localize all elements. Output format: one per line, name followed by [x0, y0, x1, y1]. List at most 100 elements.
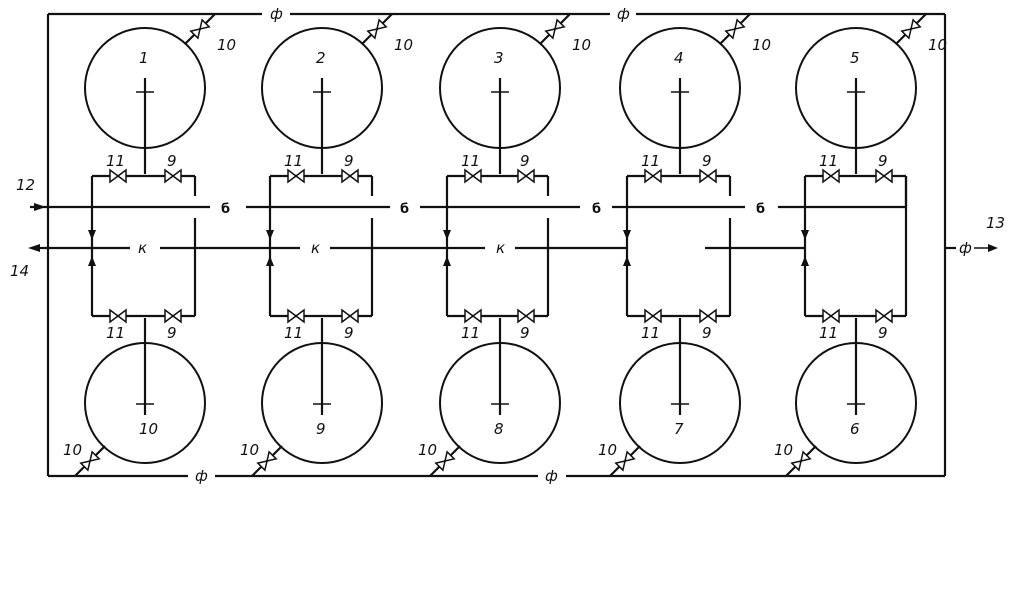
- label-11: 11: [106, 152, 125, 170]
- label-b-4: б: [756, 202, 765, 217]
- valve-10-icon: [366, 18, 388, 40]
- valve-10-icon: [544, 18, 566, 40]
- label-11: 11: [819, 324, 838, 342]
- label-11: 11: [819, 152, 838, 170]
- outer-frame: [46, 12, 947, 478]
- top-tank-number: 4: [674, 49, 684, 67]
- valve-11-icon: [464, 308, 482, 324]
- label-11: 11: [284, 152, 303, 170]
- valve-10-icon: [189, 18, 211, 40]
- valve-9-icon: [699, 308, 717, 324]
- label-k-3: к: [496, 239, 505, 257]
- valve-11-icon: [287, 308, 305, 324]
- bottom-tank: 8 10: [418, 318, 561, 477]
- label-9: 9: [878, 324, 888, 342]
- label-13: 13: [986, 214, 1005, 232]
- bottom-tank-number: 10: [139, 420, 158, 438]
- valve-9-icon: [341, 168, 359, 184]
- label-9: 9: [520, 324, 530, 342]
- label-phi-outlet: ф: [959, 239, 972, 257]
- bottom-tank-number: 9: [316, 420, 326, 438]
- valve-11-icon: [109, 308, 127, 324]
- valve-10-icon: [900, 18, 922, 40]
- top-tank-number: 2: [316, 49, 326, 67]
- bottom-tank: 610: [774, 318, 917, 477]
- valve-9-icon: [164, 168, 182, 184]
- top-tank: 3 10: [439, 13, 591, 174]
- label-11: 11: [641, 152, 660, 170]
- top-tank-number: 3: [494, 49, 504, 67]
- label-9: 9: [344, 152, 354, 170]
- valve-10-icon: [724, 18, 746, 40]
- label-14: 14: [10, 262, 29, 280]
- label-phi-bottom-1: ф: [195, 467, 208, 485]
- top-tank: 1 10: [84, 13, 236, 174]
- valve-11-icon: [287, 168, 305, 184]
- valve-9-icon: [164, 308, 182, 324]
- bottom-tank: 7 10: [598, 318, 741, 477]
- label-9: 9: [878, 152, 888, 170]
- valve-9-icon: [517, 308, 535, 324]
- label-10: 10: [752, 36, 771, 54]
- label-b-1: б: [221, 202, 230, 217]
- label-10: 10: [572, 36, 591, 54]
- manifold: 11 9 11 9: [88, 152, 197, 342]
- bottom-tank-number: 7: [674, 420, 684, 438]
- label-12: 12: [16, 176, 35, 194]
- valve-11-icon: [822, 308, 840, 324]
- label-9: 9: [702, 152, 712, 170]
- bottom-tank: 9 10: [240, 318, 383, 477]
- valve-11-icon: [109, 168, 127, 184]
- valve-10-icon: [614, 450, 636, 472]
- bottom-tank-number: 8: [494, 420, 504, 438]
- label-9: 9: [167, 152, 177, 170]
- top-tank: 5 10: [795, 13, 947, 174]
- label-11: 11: [461, 152, 480, 170]
- valve-9-icon: [341, 308, 359, 324]
- label-11: 11: [106, 324, 125, 342]
- label-11: 11: [284, 324, 303, 342]
- label-10: 10: [394, 36, 413, 54]
- top-tank: 2 10: [261, 13, 413, 174]
- label-10: 10: [217, 36, 236, 54]
- valve-9-icon: [699, 168, 717, 184]
- label-9: 9: [167, 324, 177, 342]
- manifold: 11 9 11 9: [443, 152, 550, 342]
- label-9: 9: [702, 324, 712, 342]
- label-phi-top-1: ф: [270, 5, 283, 23]
- label-k-1: к: [138, 239, 147, 257]
- valve-10-icon: [790, 450, 812, 472]
- valve-10-icon: [256, 450, 278, 472]
- label-10: 10: [63, 441, 82, 459]
- valve-11-icon: [464, 168, 482, 184]
- valve-9-icon: [517, 168, 535, 184]
- label-10: 10: [418, 441, 437, 459]
- label-10: 10: [598, 441, 617, 459]
- bottom-tank: 10 10: [63, 318, 206, 477]
- label-b-2: б: [400, 202, 409, 217]
- label-b-3: б: [592, 202, 601, 217]
- top-tank-number: 1: [139, 49, 149, 67]
- valve-11-icon: [644, 168, 662, 184]
- label-phi-bottom-2: ф: [545, 467, 558, 485]
- bottom-tank-number: 6: [850, 420, 860, 438]
- label-phi-top-2: ф: [617, 5, 630, 23]
- label-10: 10: [240, 441, 259, 459]
- valve-11-icon: [822, 168, 840, 184]
- label-10: 10: [928, 36, 947, 54]
- top-tank: 4 10: [619, 13, 771, 174]
- valve-10-icon: [434, 450, 456, 472]
- valve-10-icon: [79, 450, 101, 472]
- manifold: 11 9 11 9: [623, 152, 732, 342]
- label-11: 11: [641, 324, 660, 342]
- top-tank-number: 5: [850, 49, 860, 67]
- label-k-2: к: [311, 239, 320, 257]
- label-11: 11: [461, 324, 480, 342]
- valve-9-icon: [875, 168, 893, 184]
- label-9: 9: [520, 152, 530, 170]
- valve-11-icon: [644, 308, 662, 324]
- manifold: 11 9 11 9: [801, 152, 908, 342]
- valve-9-icon: [875, 308, 893, 324]
